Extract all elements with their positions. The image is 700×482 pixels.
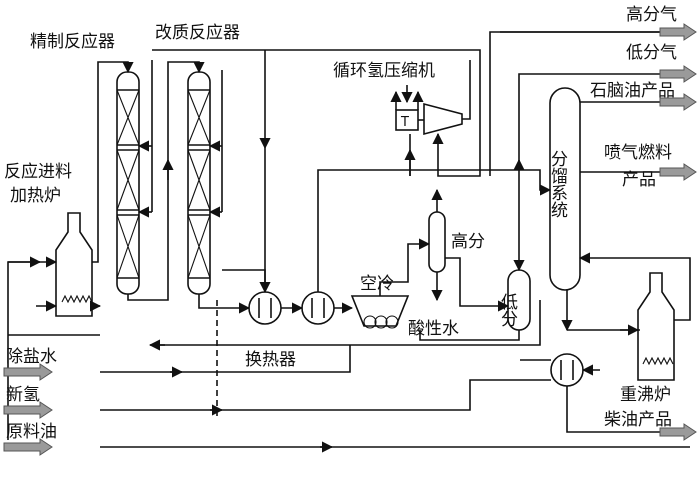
piping [7, 31, 691, 453]
feed-heating-furnace [55, 212, 93, 317]
outlet-arrows [659, 23, 697, 441]
label-naphtha-product: 石脑油产品 [590, 81, 675, 101]
label-raw-oil: 原料油 [6, 422, 57, 442]
label-reforming-reactor: 改质反应器 [155, 23, 240, 43]
hp-separator-vessel [428, 211, 446, 273]
heat-exchanger-1 [248, 291, 282, 325]
label-lp-separator: 低分 [497, 293, 518, 327]
label-jet-fuel-1: 喷气燃料 [604, 143, 672, 163]
heat-exchanger-3 [550, 353, 584, 387]
air-cooler-shape [350, 295, 410, 329]
inlet-arrows [3, 363, 53, 456]
label-heat-exchanger: 换热器 [245, 350, 296, 370]
label-diesel-product: 柴油产品 [604, 410, 672, 430]
label-feed-furnace-1: 反应进料 [4, 162, 72, 182]
label-hp-separator: 高分 [451, 232, 485, 252]
label-fractionation-system: 分馏系统 [547, 150, 568, 218]
label-hp-gas: 高分气 [626, 5, 677, 25]
label-desalted-water: 除盐水 [6, 347, 57, 367]
recycle-compressor-shape [395, 102, 463, 136]
label-feed-furnace-2: 加热炉 [10, 186, 61, 206]
label-refining-reactor: 精制反应器 [30, 32, 115, 52]
heat-exchanger-2 [301, 291, 335, 325]
refining-reactor [116, 71, 140, 295]
label-acid-water: 酸性水 [408, 319, 459, 339]
label-compressor-t: T [400, 115, 409, 130]
reforming-reactor [187, 71, 211, 295]
label-air-cooler: 空冷 [360, 274, 394, 294]
reboiler-furnace-shape [637, 272, 675, 381]
label-lp-gas: 低分气 [626, 43, 677, 63]
label-jet-fuel-2: 产品 [622, 170, 656, 190]
label-fresh-hydrogen: 新氢 [6, 385, 40, 405]
label-reboiler-furnace: 重沸炉 [620, 385, 671, 405]
label-recycle-compressor: 循环氢压缩机 [333, 61, 435, 81]
